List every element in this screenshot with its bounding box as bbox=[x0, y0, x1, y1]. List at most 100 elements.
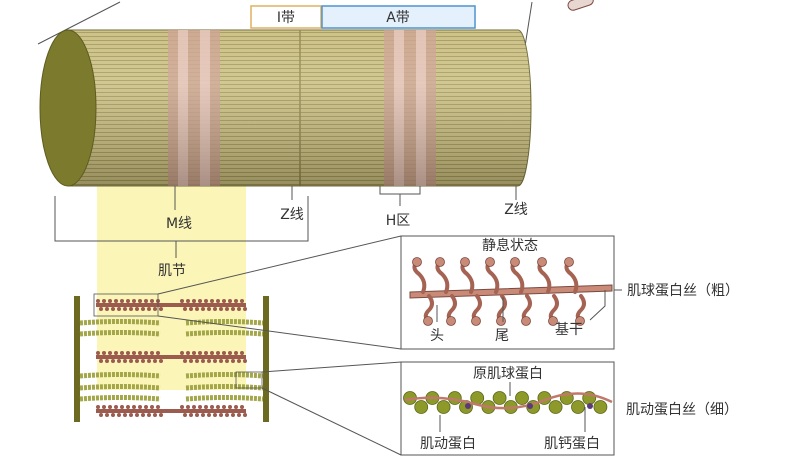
myosin-head bbox=[99, 307, 103, 311]
stem-label: 基干 bbox=[555, 321, 583, 338]
myosin-head bbox=[144, 299, 148, 303]
myosin-head bbox=[156, 405, 160, 409]
myosin-head bbox=[189, 413, 193, 417]
myosin-head bbox=[189, 359, 193, 363]
myosin-head bbox=[237, 307, 241, 311]
thin-filament bbox=[185, 384, 264, 391]
myosin-head bbox=[198, 299, 202, 303]
troponin-dot bbox=[587, 403, 593, 409]
myosin-head bbox=[117, 359, 121, 363]
myosin-head bbox=[102, 405, 106, 409]
troponin-label: 肌钙蛋白 bbox=[544, 436, 600, 452]
myosin-head bbox=[123, 413, 127, 417]
tail-label: 尾 bbox=[495, 328, 509, 344]
myosin-head bbox=[510, 257, 520, 267]
myosin-head bbox=[123, 359, 127, 363]
myosin-head bbox=[216, 405, 220, 409]
actin-bead bbox=[593, 400, 608, 414]
actin-bead bbox=[548, 400, 563, 414]
i-band-label: I带 bbox=[277, 10, 295, 26]
myosin-head bbox=[141, 307, 145, 311]
thin-filament bbox=[79, 395, 161, 402]
myosin-head bbox=[222, 299, 226, 303]
myosin-head bbox=[105, 413, 109, 417]
myosin-head bbox=[126, 299, 130, 303]
myosin-head bbox=[210, 405, 214, 409]
myosin-head bbox=[114, 299, 118, 303]
myosin-head bbox=[147, 359, 151, 363]
myosin-head bbox=[150, 405, 154, 409]
myosin-head bbox=[105, 307, 109, 311]
myosin-head bbox=[234, 351, 238, 355]
myosin-head bbox=[135, 413, 139, 417]
myosin-head bbox=[141, 359, 145, 363]
myosin-head bbox=[159, 307, 163, 311]
myosin-head bbox=[234, 299, 238, 303]
thin-filament-group bbox=[79, 319, 264, 402]
myosin-head bbox=[156, 351, 160, 355]
filament-lattice bbox=[74, 293, 269, 422]
myosin-head bbox=[138, 299, 142, 303]
myosin-head bbox=[99, 413, 103, 417]
myosin-stem bbox=[409, 284, 613, 299]
myosin-head bbox=[102, 299, 106, 303]
myosin-head bbox=[201, 359, 205, 363]
z-disc-left bbox=[74, 296, 80, 422]
myosin-head bbox=[159, 359, 163, 363]
myosin-head bbox=[114, 405, 118, 409]
myosin-head bbox=[446, 316, 456, 326]
thick-filament-group bbox=[96, 299, 247, 417]
myosin-head bbox=[575, 316, 585, 326]
myosin-head bbox=[195, 307, 199, 311]
myosin-head bbox=[183, 413, 187, 417]
myosin-head bbox=[129, 359, 133, 363]
a-band-label: A带 bbox=[386, 10, 410, 26]
myosin-head bbox=[132, 299, 136, 303]
z-line-left-label: Z线 bbox=[280, 207, 304, 223]
myosin-head bbox=[240, 299, 244, 303]
myosin-head bbox=[219, 307, 223, 311]
myosin-head bbox=[231, 413, 235, 417]
myosin-head bbox=[201, 307, 205, 311]
myosin-head bbox=[548, 316, 558, 326]
myosin-head bbox=[111, 413, 115, 417]
myosin-head bbox=[207, 307, 211, 311]
myosin-head bbox=[150, 299, 154, 303]
actin-bead bbox=[515, 391, 529, 405]
myosin-head bbox=[129, 307, 133, 311]
myosin-head bbox=[243, 359, 247, 363]
myosin-head bbox=[192, 405, 196, 409]
myosin-head bbox=[180, 405, 184, 409]
myosin-head bbox=[460, 257, 470, 267]
actin-label: 肌动蛋白 bbox=[420, 436, 476, 452]
thick-filament bbox=[96, 409, 246, 413]
myosin-head bbox=[237, 413, 241, 417]
myosin-head bbox=[96, 299, 100, 303]
myosin-head bbox=[117, 307, 121, 311]
myosin-head bbox=[114, 351, 118, 355]
myosin-head bbox=[186, 351, 190, 355]
thin-filament bbox=[79, 384, 161, 391]
thin-filament bbox=[79, 330, 161, 337]
myosin-head bbox=[159, 413, 163, 417]
myosin-head bbox=[237, 359, 241, 363]
thin-filament bbox=[185, 330, 264, 337]
myosin-head bbox=[213, 359, 217, 363]
myosin-head bbox=[204, 299, 208, 303]
myosin-head bbox=[496, 316, 506, 326]
myosin-head bbox=[183, 307, 187, 311]
myosin-head bbox=[120, 405, 124, 409]
thin-filament bbox=[79, 319, 161, 326]
myosin-head bbox=[222, 405, 226, 409]
tropomyosin-label: 原肌球蛋白 bbox=[473, 366, 543, 382]
myosin-molecule-detail bbox=[409, 257, 613, 326]
myosin-head bbox=[216, 351, 220, 355]
troponin-dot bbox=[527, 403, 533, 409]
fiber-fragment-icon bbox=[567, 0, 594, 11]
myosin-head bbox=[231, 359, 235, 363]
actin-bead bbox=[492, 391, 507, 405]
myosin-head bbox=[231, 307, 235, 311]
z-disc-right bbox=[263, 296, 269, 422]
myosin-head bbox=[111, 359, 115, 363]
myosin-head bbox=[108, 405, 112, 409]
